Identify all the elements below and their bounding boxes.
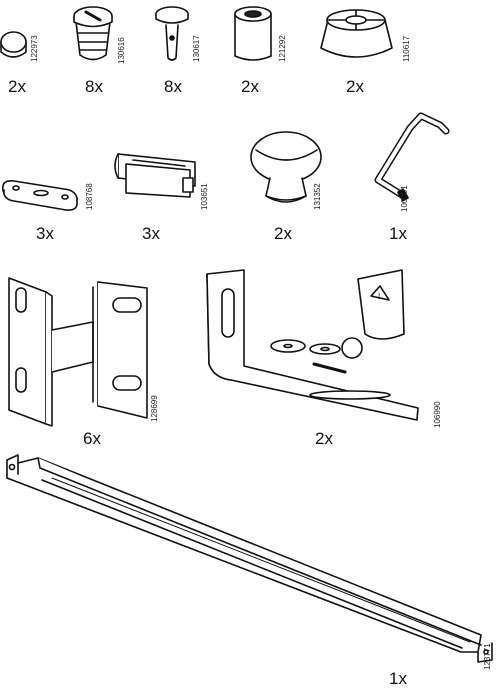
part-code: 121292 — [278, 35, 287, 62]
part-code: 100001 — [400, 185, 409, 212]
part-qty: 2x — [241, 77, 259, 96]
part-qty: 1x — [389, 224, 407, 243]
part-code: 130617 — [192, 35, 201, 62]
magnetic-catch-part — [114, 153, 196, 198]
cam-lock-part — [73, 6, 113, 61]
cylinder-spacer-part — [234, 6, 272, 61]
rail-part — [6, 454, 493, 663]
part-code: 110617 — [402, 35, 411, 62]
strike-plate-part — [1, 180, 78, 211]
allen-key-part — [374, 112, 450, 202]
part-code: 122973 — [30, 35, 39, 62]
part-qty: 8x — [85, 77, 103, 96]
foot-cone-part — [320, 9, 393, 58]
svg-text:!: ! — [378, 292, 380, 301]
part-qty: 2x — [274, 224, 292, 243]
hinge-part — [8, 277, 148, 427]
part-code: 131352 — [313, 183, 322, 210]
part-qty: 6x — [83, 429, 101, 448]
part-code: 108768 — [85, 183, 94, 210]
cam-pin-part — [155, 6, 189, 61]
part-code: 103651 — [200, 183, 209, 210]
part-code: 128699 — [150, 395, 159, 422]
part-code: 123771 — [483, 643, 492, 670]
part-code: 106990 — [433, 401, 442, 428]
part-qty: 2x — [8, 77, 26, 96]
part-qty: 3x — [36, 224, 54, 243]
part-code: 130616 — [117, 37, 126, 64]
part-qty: 8x — [164, 77, 182, 96]
part-qty: 2x — [315, 429, 333, 448]
part-qty: 1x — [389, 669, 407, 688]
part-qty: 2x — [346, 77, 364, 96]
knob-part — [250, 131, 322, 203]
part-qty: 3x — [142, 224, 160, 243]
wall-bracket-part: ! — [206, 269, 419, 421]
cap-part — [0, 31, 27, 58]
